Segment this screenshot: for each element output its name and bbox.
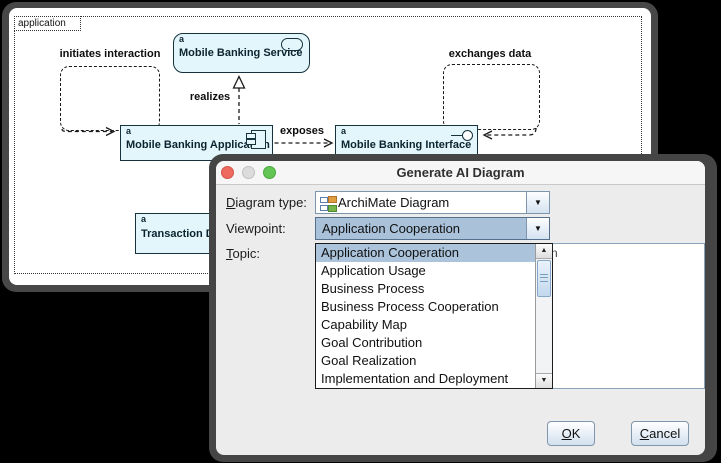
ok-button[interactable]: OK (547, 421, 595, 446)
element-name: Mobile Banking Interface (341, 139, 472, 151)
topic-label: Topic: (226, 246, 260, 261)
element-name: Transaction Data (141, 228, 230, 240)
label-exposes: exposes (279, 125, 325, 137)
viewpoint-label: Viewpoint: (226, 221, 286, 236)
viewpoint-option[interactable]: Capability Map (321, 317, 407, 332)
diagram-type-dropdown-arrow-icon[interactable]: ▼ (526, 192, 549, 213)
element-name: Mobile Banking Service (179, 47, 303, 59)
element-marker: a (126, 126, 132, 136)
viewpoint-option[interactable]: Goal Contribution (321, 335, 423, 350)
viewpoint-value: Application Cooperation (322, 221, 461, 236)
element-marker: a (179, 34, 185, 44)
element-marker: a (141, 214, 147, 224)
viewpoint-option[interactable]: Application Cooperation (316, 244, 536, 262)
viewpoint-option[interactable]: Business Process (321, 281, 425, 296)
viewpoint-dropdown-list: Application Cooperation Application Usag… (315, 243, 553, 389)
diagram-type-value: ArchiMate Diagram (338, 195, 450, 210)
viewpoint-option[interactable]: Business Process Cooperation (321, 299, 499, 314)
topic-text-fragment: n (551, 246, 558, 260)
viewpoint-option-list: Application Cooperation Application Usag… (316, 244, 552, 388)
close-button[interactable] (221, 166, 234, 179)
group-label: application (14, 16, 81, 31)
scrollbar-thumb[interactable] (537, 260, 551, 297)
viewpoint-combobox[interactable]: Application Cooperation ▼ (315, 217, 550, 240)
interface-lollipop-icon (462, 130, 473, 141)
scroll-up-icon[interactable]: ▲ (536, 244, 552, 259)
element-marker: a (341, 126, 347, 136)
diagram-type-label: Diagram type: (226, 195, 307, 210)
element-mobile-banking-service[interactable]: a Mobile Banking Service (173, 33, 310, 73)
interaction-box-exchanges[interactable] (443, 64, 540, 130)
element-name: Mobile Banking Application (126, 139, 270, 151)
dialog-title: Generate AI Diagram (396, 165, 525, 180)
scrollbar-grip (540, 274, 548, 282)
diagram-type-combobox[interactable]: ArchiMate Diagram ▼ (315, 191, 550, 214)
minimize-button[interactable] (242, 166, 255, 179)
interaction-box-initiates[interactable] (60, 66, 160, 131)
scroll-down-icon[interactable]: ▼ (536, 373, 552, 388)
zoom-button[interactable] (263, 166, 276, 179)
application-service-icon (281, 38, 303, 51)
label-exchanges-data: exchanges data (448, 48, 532, 60)
viewpoint-option[interactable]: Goal Realization (321, 353, 417, 368)
label-initiates-interaction: initiates interaction (59, 48, 161, 60)
dropdown-scrollbar[interactable]: ▲ ▼ (535, 244, 552, 388)
viewpoint-dropdown-arrow-icon[interactable]: ▼ (526, 218, 549, 239)
interface-lollipop-line (451, 135, 464, 136)
archimate-diagram-icon (320, 196, 337, 212)
viewpoint-selection-highlight (316, 218, 527, 239)
component-icon (246, 130, 266, 149)
viewpoint-option[interactable]: Implementation and Deployment (321, 371, 509, 386)
label-realizes: realizes (189, 91, 231, 103)
cancel-button[interactable]: Cancel (631, 421, 689, 446)
viewpoint-option[interactable]: Application Usage (321, 263, 426, 278)
dialog-titlebar[interactable]: Generate AI Diagram (216, 161, 705, 185)
